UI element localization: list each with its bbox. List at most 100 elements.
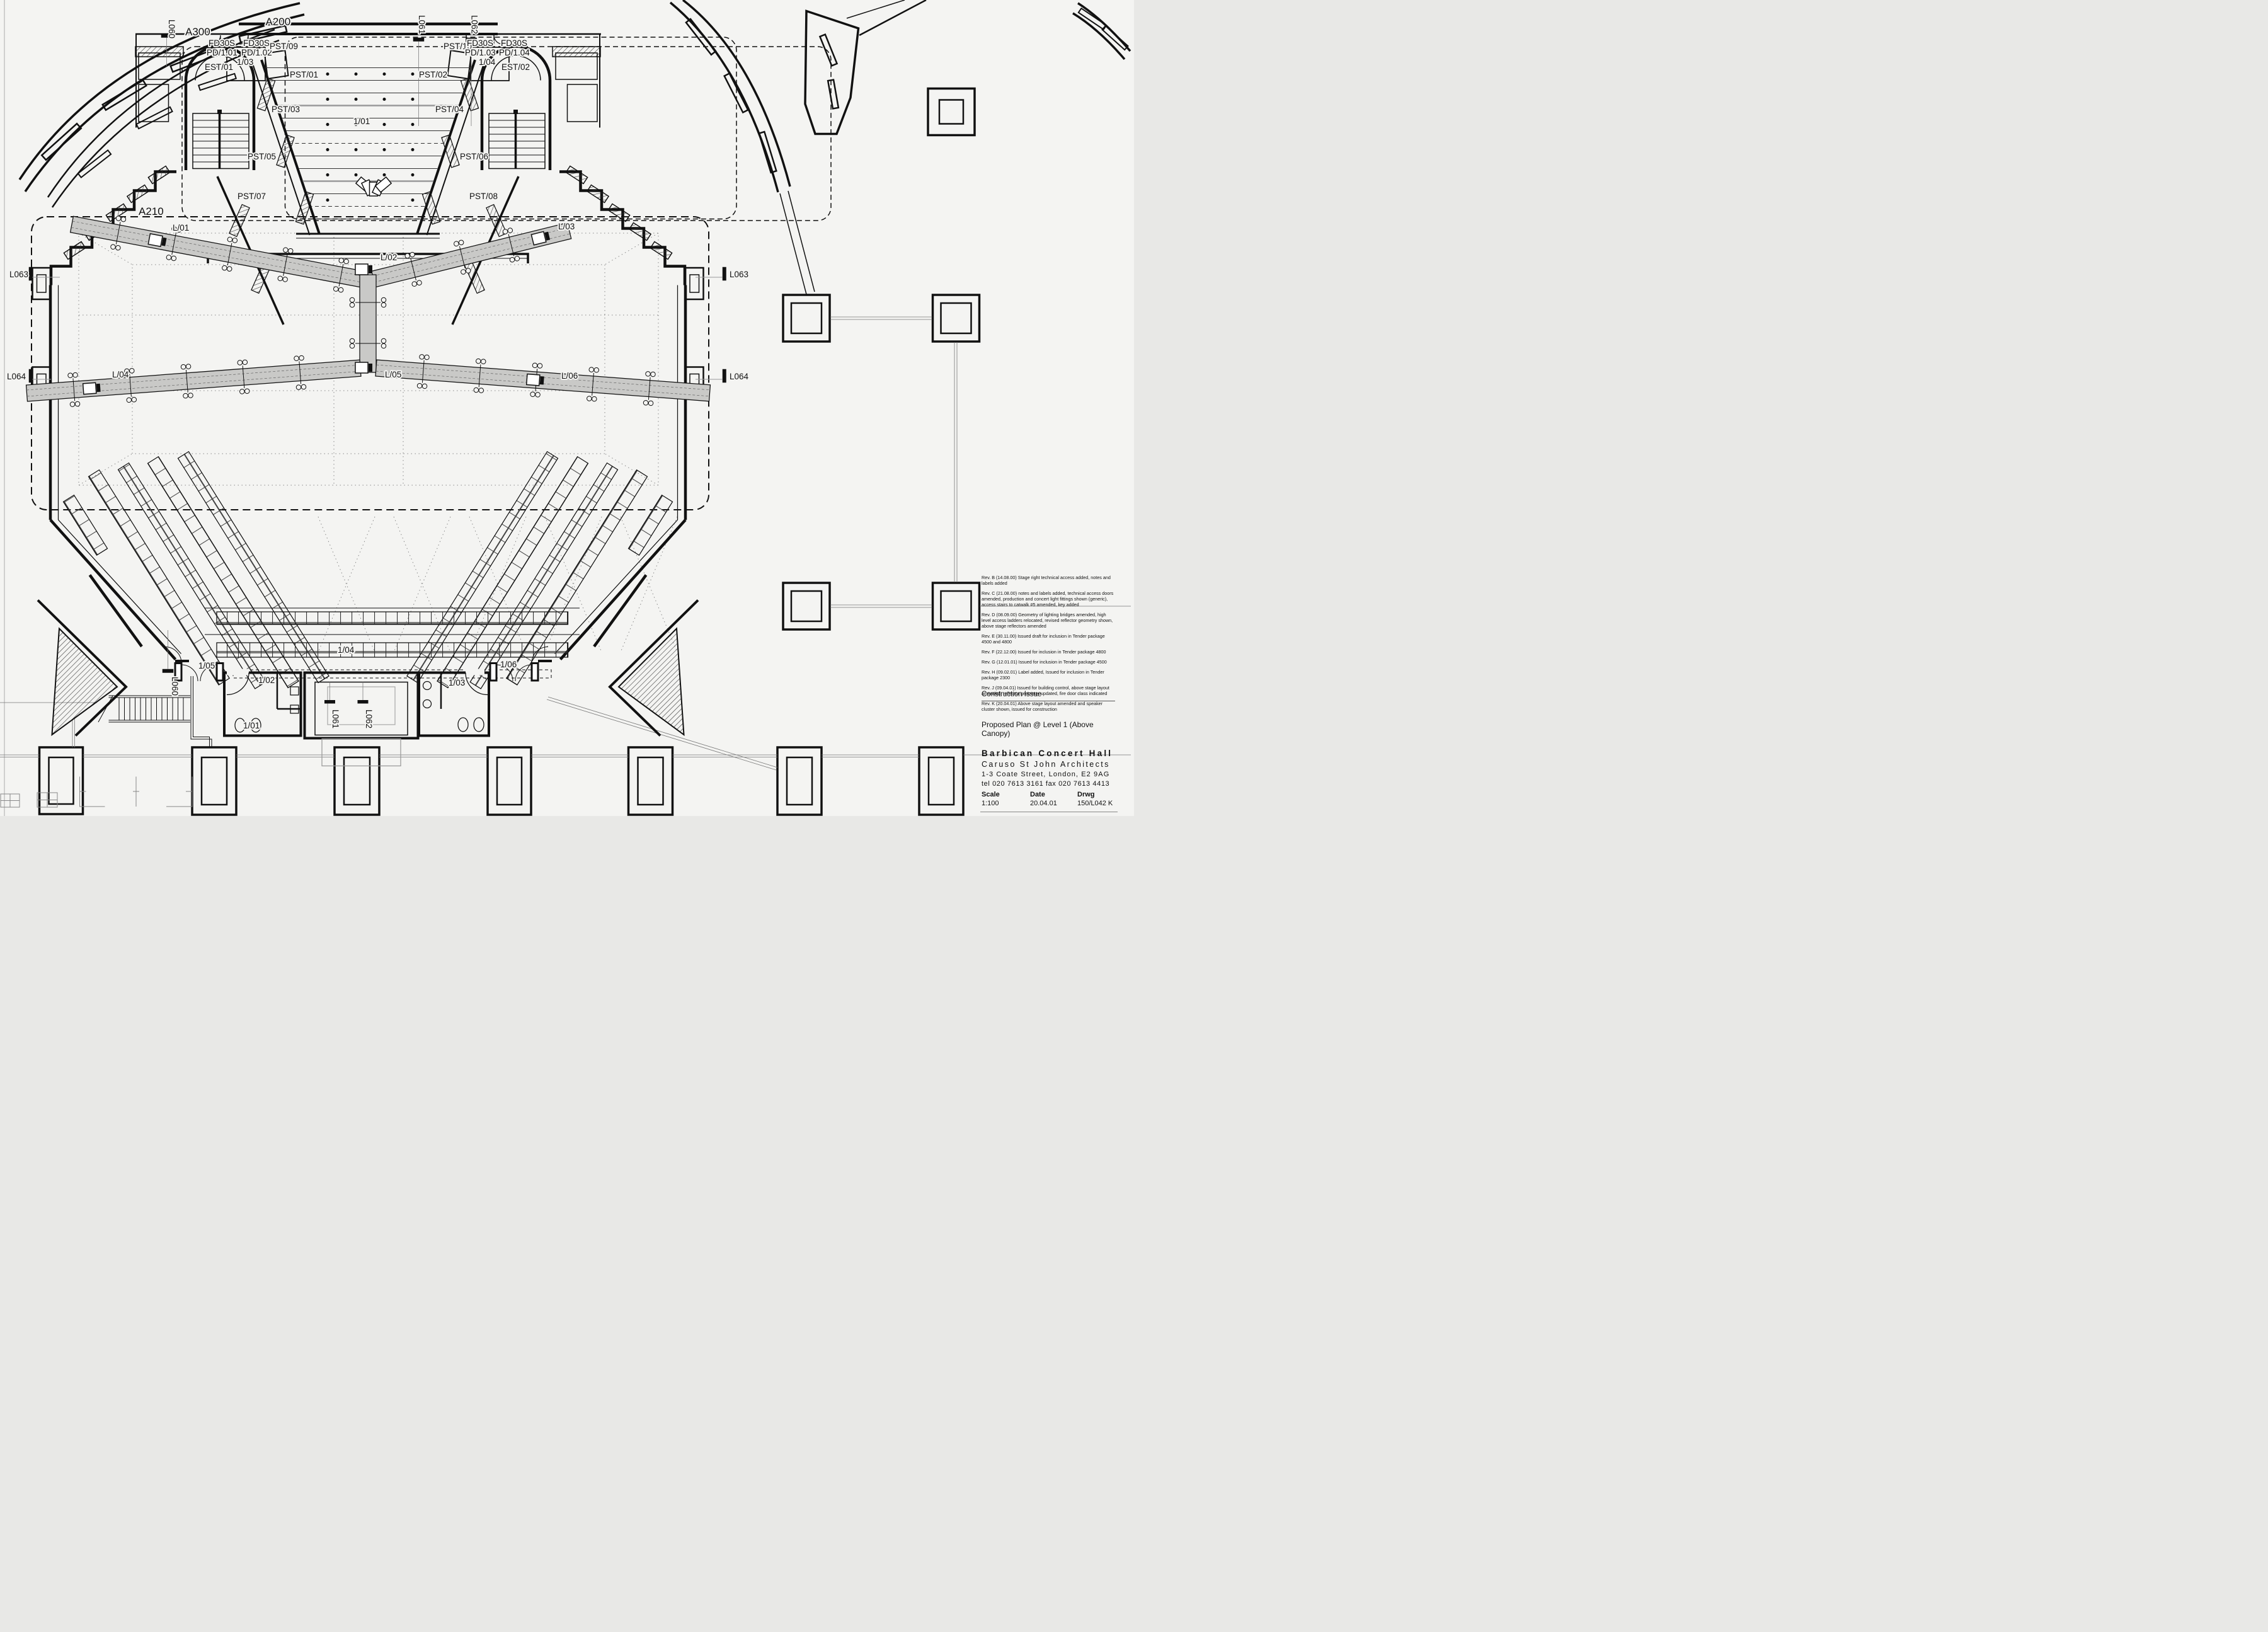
architect-name: Caruso St John Architects	[982, 760, 1110, 769]
datum-tick-L060-bottom	[162, 669, 174, 673]
stair-tower-est01	[184, 45, 256, 170]
plan-label: PST/04	[435, 105, 464, 114]
plan-label: PST/09	[270, 42, 298, 51]
architect-address: 1-3 Coate Street, London, E2 9AG	[982, 771, 1110, 778]
context-structures	[0, 0, 1131, 816]
plan-label: FD30S	[243, 38, 270, 48]
bridge-shaft-fixtures	[349, 297, 387, 349]
plan-label: FD30S	[501, 38, 527, 48]
ancillary-rooms	[138, 52, 598, 122]
flank-wall-right	[554, 165, 704, 737]
plan-label: PST/06	[460, 152, 488, 161]
pst09-box	[263, 49, 289, 80]
revision-note: Rev. D (08.09.00) Geometry of lighting b…	[982, 612, 1113, 629]
project-name: Barbican Concert Hall	[982, 749, 1113, 758]
bridge-arm-L03	[371, 222, 572, 288]
stage-rigging-points	[326, 72, 415, 202]
bridge-arm-L04	[25, 355, 362, 407]
revision-note: Rev. E (30.11.00) Issued draft for inclu…	[982, 633, 1105, 645]
bridge-shaft	[359, 274, 377, 373]
plan-label: A210	[139, 205, 164, 217]
plan-label: L/06	[561, 371, 578, 381]
plan-label: L060	[170, 677, 180, 696]
scale-label: Scale	[982, 791, 1000, 798]
date-value: 20.04.01	[1030, 800, 1057, 807]
plan-label: 1/01	[353, 117, 370, 126]
room-104	[470, 47, 510, 81]
plan-label: 1/03	[237, 57, 253, 67]
hatched-wall-right	[552, 46, 601, 57]
plan-label: PST/01	[290, 70, 318, 79]
central-recess	[303, 671, 420, 767]
plan-label: L060	[167, 20, 176, 38]
plan-label: PD/1.03	[465, 48, 496, 57]
plan-label: PST/08	[469, 192, 498, 201]
plan-label: L/02	[381, 253, 397, 262]
plan-label: 1/06	[500, 660, 517, 669]
plan-label: FD30S	[209, 38, 235, 48]
revision-note: Rev. K (20.04.01) Above stage layout ame…	[982, 701, 1103, 712]
drwg-value: 150/L042 K	[1077, 800, 1113, 807]
datum-tick-L064-right	[722, 369, 726, 383]
plan-label: 1/01	[243, 721, 260, 730]
plan-label: L064	[7, 372, 26, 381]
plan-label: L062	[364, 710, 374, 728]
datum-tick-L063-left	[28, 267, 33, 281]
plan-label: FD30S	[467, 38, 493, 48]
exterior-stair	[98, 676, 212, 748]
plan-label: L061	[417, 15, 427, 34]
revision-note: Rev. C (21.08.00) notes and labels added…	[982, 590, 1114, 607]
revision-list: Rev. B (14.08.00) Stage right technical …	[982, 575, 1115, 716]
drwg-label: Drwg	[1077, 791, 1095, 798]
plan-label: PST/02	[419, 70, 447, 79]
plan-label: L/05	[385, 370, 401, 379]
bridge-arm-L06	[375, 354, 711, 406]
curved-facade-top-right	[669, 0, 927, 295]
drawing-title: Proposed Plan @ Level 1 (Above Canopy)	[982, 720, 1094, 738]
plan-label: 1/05	[198, 661, 215, 670]
architect-contact: tel 020 7613 3161 fax 020 7613 4413	[982, 780, 1110, 788]
curved-facade-corner	[1072, 2, 1131, 60]
plan-label: EST/01	[205, 62, 233, 72]
room-102	[223, 671, 302, 737]
datum-tick-L061-top	[413, 37, 425, 42]
door-106	[489, 646, 549, 682]
room-103	[226, 47, 266, 81]
datum-tick-L063-right	[722, 267, 726, 281]
title-block: Barbican Concert Hall Caruso St John Arc…	[982, 749, 1121, 807]
plan-label: L/01	[173, 223, 189, 233]
plan-label: L063	[9, 270, 28, 279]
revision-note: Rev. B (14.08.00) Stage right technical …	[982, 575, 1111, 586]
scale-value: 1:100	[982, 800, 999, 807]
plan-label: 1/03	[449, 678, 465, 687]
boundary-A300	[181, 46, 832, 221]
datum-markers	[28, 33, 726, 673]
plan-label: L064	[730, 372, 749, 381]
column-row-bottom	[0, 696, 1131, 816]
plan-label: PD/1.02	[241, 48, 272, 57]
movement-joints-right	[830, 316, 1131, 608]
plan-label: L061	[331, 710, 340, 728]
datum-tick-L061-bottom	[324, 700, 335, 704]
beak-structure	[804, 9, 860, 135]
plan-label: PST/05	[248, 152, 276, 161]
floor-plan: L060A300A200L061L062FD30SPD/1.01FD30SPD/…	[0, 0, 1131, 816]
plan-label: A200	[266, 16, 291, 28]
plan-label: L062	[470, 15, 479, 34]
curved-facade-top-left	[18, 2, 305, 208]
plan-label: A300	[185, 26, 210, 38]
seating-bank-right	[406, 451, 673, 689]
issue-status: Construction Issue	[982, 691, 1115, 701]
plan-label: PST/10	[444, 42, 472, 51]
datum-tick-L062-bottom	[357, 700, 369, 704]
lighting-bridges	[25, 215, 711, 407]
revision-note: Rev. G (12.01.01) Issued for inclusion i…	[982, 659, 1107, 665]
plan-label: L/04	[112, 370, 129, 379]
bottom-strip	[164, 646, 552, 767]
concourse-furniture	[0, 776, 193, 808]
stage-side-walls	[216, 59, 520, 325]
boundary-A210	[31, 216, 709, 510]
revision-note: Rev. H (09.02.01) Label added, Issued fo…	[982, 669, 1104, 681]
column-grid-right	[782, 87, 1131, 631]
